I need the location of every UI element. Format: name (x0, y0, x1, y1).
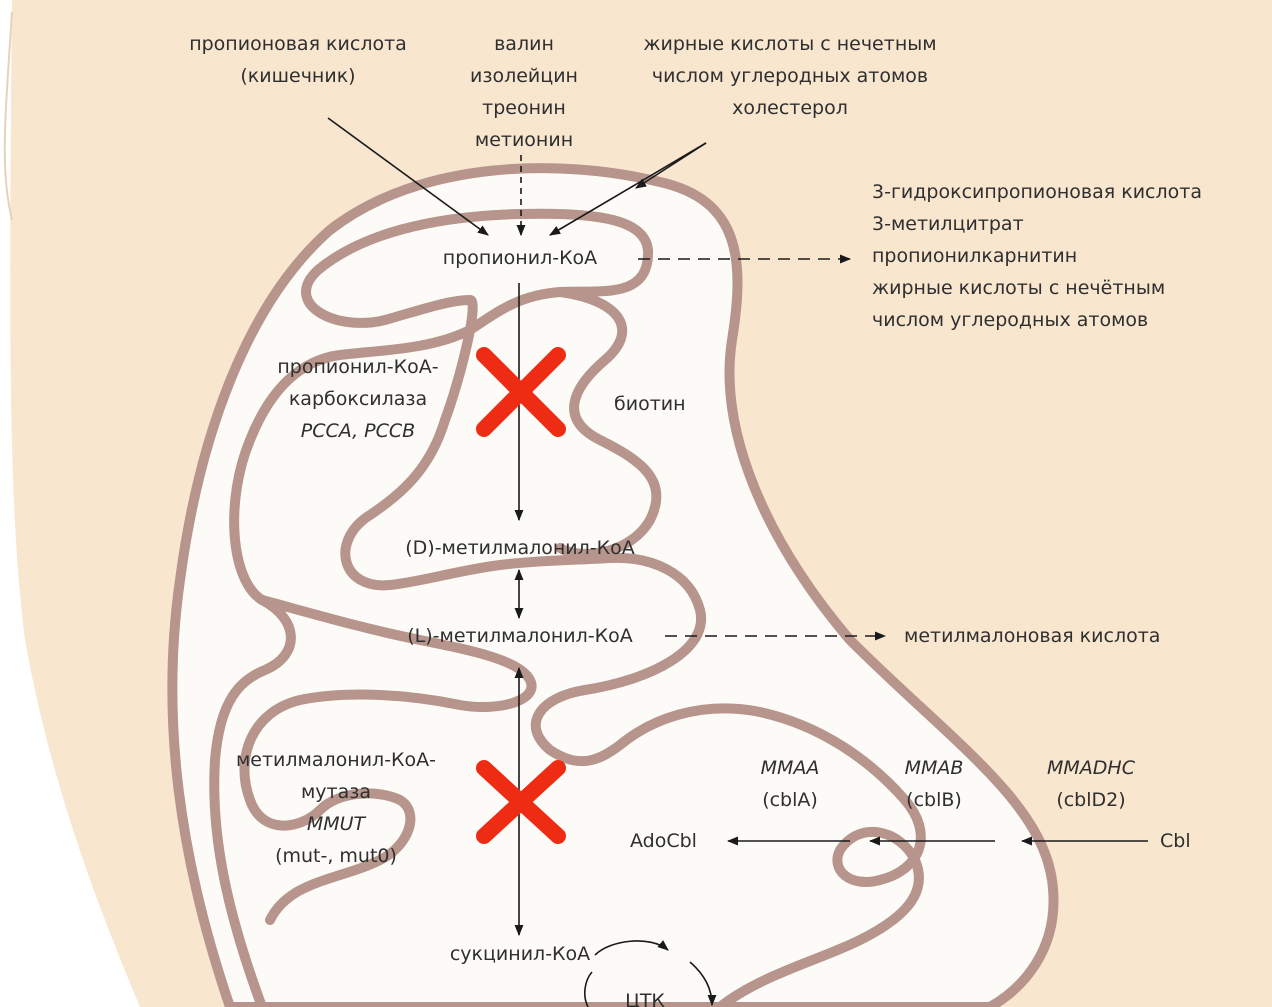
side-product-methylmalonic-acid: метилмалоновая кислота (904, 620, 1160, 652)
d-methylmalonyl-coa-label: (D)-метилмалонил-КоА (380, 532, 660, 564)
cofactor-biotin: биотин (614, 388, 686, 420)
cobalamin-gene-mmaa: MMAA (cblA) (720, 752, 860, 816)
cobalamin-gene-mmadhc: MMADHC (cblD2) (1016, 752, 1166, 816)
enzyme-gene-mmut: MMUT (212, 808, 460, 840)
propionyl-coa-label: пропионил-КоА (420, 242, 620, 274)
cbl-label: Cbl (1160, 825, 1191, 857)
input-propionic-acid: пропионовая кислота (кишечник) (160, 28, 436, 92)
enzyme-variants: (mut-, mut0) (212, 840, 460, 872)
input-amino-acids: валин изолейцин треонин метионин (440, 28, 608, 156)
side-products-propionyl: 3-гидроксипропионовая кислота 3-метилцит… (872, 176, 1202, 336)
enzyme-methylmalonyl-mutase: метилмалонил-КоА- мутаза MMUT (mut-, mut… (212, 744, 460, 872)
adocbl-label: AdoCbl (630, 825, 697, 857)
input-odd-fatty-acids: жирные кислоты с нечетным числом углерод… (612, 28, 968, 124)
cobalamin-gene-mmab: MMAB (cblB) (864, 752, 1004, 816)
l-methylmalonyl-coa-label: (L)-метилмалонил-КоА (380, 620, 660, 652)
tca-cycle-label: ЦТК (600, 985, 690, 1007)
succinyl-coa-label: сукцинил-КоА (420, 938, 620, 970)
enzyme-propionyl-carboxylase: пропионил-КоА- карбоксилаза PCCA, PCCB (245, 351, 471, 447)
enzyme-genes-pcc: PCCA, PCCB (245, 415, 471, 447)
